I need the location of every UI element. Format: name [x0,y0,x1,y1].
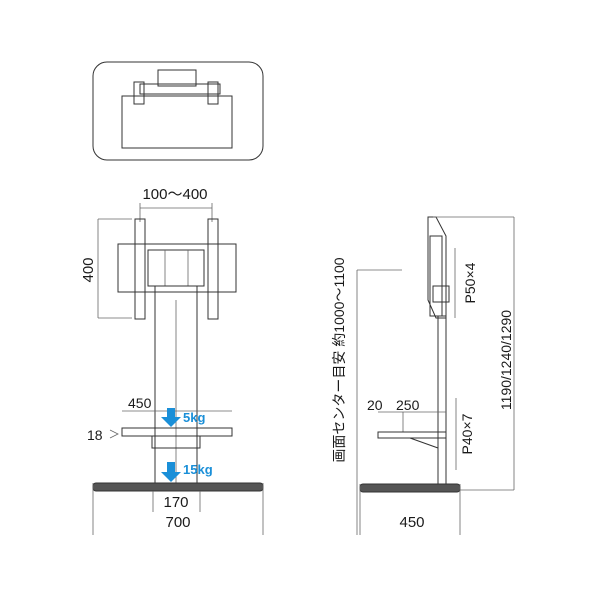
shelf-depth-label: 250 [396,397,420,413]
mount-center [147,249,205,287]
side-shelf-brace [409,437,439,449]
top-view-right-clamp [207,81,219,105]
side-base-depth-label: 450 [399,514,424,531]
top-view [92,61,264,161]
top-view-bracket [139,83,221,95]
top-view-frame [92,61,264,161]
top-view-shelf [121,95,233,149]
side-tv-bracket [427,216,447,319]
pole-width-label: 170 [163,494,188,511]
base-width-label: 700 [165,514,190,531]
shelf-thickness-label: 18 [87,427,103,443]
front-shelf [121,427,233,437]
width-range-label: 100〜400 [142,186,207,203]
base-load-label: 15kg [183,462,213,477]
front-view: 100〜400 400 450 5kg 18 [80,186,264,535]
shelf-gap-label: 20 [367,397,383,413]
shelf-load-label: 5kg [183,410,205,425]
side-clamp [432,285,450,303]
height-label: 400 [80,257,97,282]
top-view-pole [157,69,197,87]
total-height-label: 1190/1240/1290 [498,310,514,410]
side-mount [429,235,443,317]
front-base [92,482,264,492]
top-view-left-clamp [133,81,145,105]
base-load-arrow-icon [161,462,181,482]
side-base [359,483,461,493]
right-rail [207,218,219,320]
side-view: 画面センター目安 約1000〜1100 1190/1240/1290 P50×4… [331,216,515,535]
shelf-pitch-label: P40×7 [459,413,475,454]
center-height-label: 画面センター目安 約1000〜1100 [331,257,347,462]
shelf-width-label: 450 [128,395,152,411]
mount-plate [117,243,237,293]
vesa-pitch-label: P50×4 [462,262,478,303]
left-rail [134,218,146,320]
side-pole [437,315,447,487]
thickness-arrow-icon [109,429,119,439]
shelf-load-arrow-icon [161,408,181,427]
side-shelf [377,431,447,439]
shelf-bracket [151,435,201,449]
